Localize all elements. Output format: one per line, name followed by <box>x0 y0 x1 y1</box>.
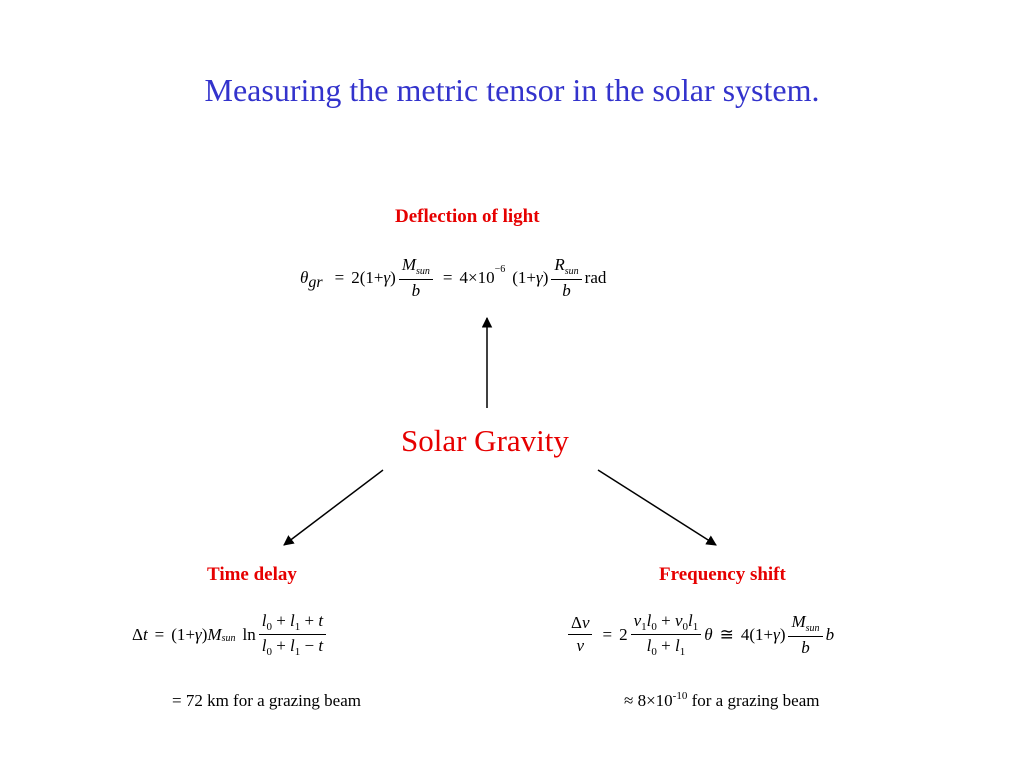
eq-nu: ν <box>581 613 590 632</box>
eq-ln: ln <box>242 624 256 644</box>
eq-t-num: t <box>318 611 324 630</box>
eq-nu-den: ν <box>576 636 585 655</box>
eq-b-2: b <box>562 281 571 300</box>
eq-plus-den: + <box>661 636 671 655</box>
eq-theta: θ <box>300 268 309 287</box>
frequency-shift-equation: Δν ν = 2 ν1l0 + ν0l1 l0 + l1 θ ≅ 4(1 + γ <box>565 610 834 659</box>
frequency-note-exponent: -10 <box>672 690 688 702</box>
eq-close-2: ) <box>542 268 549 287</box>
eq-equals: = <box>334 268 345 287</box>
eq-sun-subscript: sun <box>221 632 236 644</box>
eq-close: ) <box>390 268 396 287</box>
eq-l0-den: l <box>261 636 267 655</box>
eq-plus-den: + <box>276 636 286 655</box>
eq-l1-den-sub: 1 <box>679 646 686 658</box>
eq-m-over-b: Msun b <box>788 611 823 659</box>
eq-minus: − <box>304 636 315 655</box>
eq-l1-sub: 1 <box>692 621 699 633</box>
arrow-to-frequency-shift <box>597 469 717 546</box>
eq-approx: ≅ <box>719 624 734 644</box>
eq-b: b <box>825 624 835 644</box>
eq-sun-subscript: sun <box>805 622 820 634</box>
eq-plus: + <box>661 611 671 630</box>
eq-gamma: γ <box>383 268 391 287</box>
eq-plus-2: + <box>763 624 774 644</box>
eq-ten: 10 <box>477 268 495 287</box>
eq-l0: l <box>646 611 652 630</box>
eq-m: M <box>207 624 222 644</box>
eq-equals: = <box>602 624 613 644</box>
eq-l0-den-sub: 0 <box>651 646 657 658</box>
eq-exponent: −6 <box>494 264 506 275</box>
eq-plus-2: + <box>526 268 536 287</box>
slide-title: Measuring the metric tensor in the solar… <box>204 72 820 108</box>
eq-nu0: ν <box>674 611 683 630</box>
eq-delta: Δ <box>132 624 143 644</box>
eq-nu1: ν <box>633 611 642 630</box>
eq-b: b <box>411 281 421 300</box>
eq-equals: = <box>154 624 165 644</box>
deflection-equation: θ gr = 2(1 + γ ) Msun b = 4 × 10−6 (1 + … <box>300 254 606 302</box>
eq-nu0-sub: 0 <box>682 621 689 633</box>
frequency-shift-heading: Frequency shift <box>659 564 786 585</box>
eq-close: ) <box>779 624 786 644</box>
eq-fraction-r-over-b: Rsun b <box>551 254 582 302</box>
eq-l1: l <box>688 611 693 630</box>
frequency-shift-note: ≈ 8×10-10 for a grazing beam <box>624 691 820 711</box>
eq-b-den: b <box>801 637 810 657</box>
eq-four: 4 <box>459 268 469 287</box>
eq-sub-1: 1 <box>294 621 301 633</box>
eq-open-2: (1 <box>512 268 527 287</box>
time-delay-heading: Time delay <box>207 564 297 585</box>
eq-fraction-m-over-b: Msun b <box>398 254 433 302</box>
eq-sub-0: 0 <box>266 621 272 633</box>
eq-times: × <box>468 268 478 287</box>
eq-sub-0-den: 0 <box>266 646 272 658</box>
eq-plus: + <box>373 268 384 287</box>
eq-l1: l <box>290 611 295 630</box>
eq-theta: θ <box>704 624 713 644</box>
eq-equals-2: = <box>442 268 453 287</box>
arrow-to-time-delay <box>283 469 384 546</box>
time-delay-note: = 72 km for a grazing beam <box>172 691 361 710</box>
eq-sun-subscript-2: sun <box>564 266 579 277</box>
frequency-note-prefix: ≈ 8×10 <box>624 691 673 710</box>
eq-delta-nu-over-nu: Δν ν <box>568 612 593 657</box>
solar-gravity-label: Solar Gravity <box>401 423 569 458</box>
eq-m: M <box>791 611 806 631</box>
eq-unit: rad <box>584 268 607 287</box>
eq-two-open: 2(1 <box>351 268 374 287</box>
eq-sub-1-den: 1 <box>294 646 301 658</box>
eq-gamma: γ <box>195 624 202 644</box>
eq-two: 2 <box>619 624 628 644</box>
eq-m: M <box>401 255 416 274</box>
eq-gr-subscript: gr <box>308 274 323 291</box>
eq-gamma: γ <box>773 624 780 644</box>
eq-shift-fraction: ν1l0 + ν0l1 l0 + l1 <box>630 610 702 659</box>
eq-close: ) <box>201 624 208 644</box>
eq-l1-den: l <box>674 636 680 655</box>
eq-delta: Δ <box>571 613 582 632</box>
eq-four-open: 4(1 <box>740 624 764 644</box>
eq-log-fraction: l0 + l1 + t l0 + l1 − t <box>258 610 327 659</box>
eq-nu1-sub: 1 <box>641 621 647 633</box>
eq-plus-a: + <box>276 611 286 630</box>
eq-l0-sub: 0 <box>651 621 657 633</box>
eq-l1-den: l <box>290 636 295 655</box>
deflection-heading: Deflection of light <box>395 206 540 227</box>
frequency-note-suffix: for a grazing beam <box>687 691 820 710</box>
eq-sun-subscript: sun <box>416 266 430 277</box>
eq-gamma-2: γ <box>536 268 543 287</box>
eq-l0: l <box>261 611 267 630</box>
eq-plus: + <box>185 624 196 644</box>
eq-l0-den: l <box>646 636 652 655</box>
eq-t-den: t <box>318 636 324 655</box>
eq-open: (1 <box>171 624 186 644</box>
eq-t: t <box>142 624 148 644</box>
eq-r: R <box>554 255 565 274</box>
eq-plus-b: + <box>304 611 315 630</box>
